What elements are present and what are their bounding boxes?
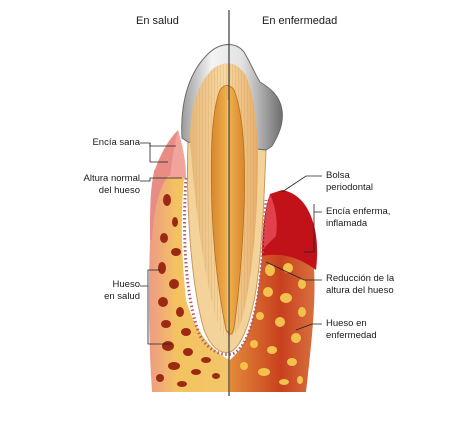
bone-disease	[230, 253, 315, 392]
bone-pores-healthy	[156, 194, 220, 387]
gum-inflamed	[262, 190, 318, 270]
label-reduccion-hueso: Reducción de la altura del hueso	[326, 273, 395, 296]
label-encia-enferma: Encía enferma, inflamada	[326, 206, 391, 229]
header-disease: En enfermedad	[262, 15, 338, 27]
bone-healthy	[148, 170, 230, 392]
label-hueso-enfermedad: Hueso en enfermedad	[326, 318, 377, 341]
bone-pores-disease	[240, 263, 306, 385]
label-encia-sana: Encía sana	[92, 137, 140, 148]
leader-lines-right	[265, 175, 322, 331]
header-healthy: En salud	[136, 15, 179, 27]
label-altura-normal: Altura normal del hueso	[83, 173, 141, 196]
label-bolsa-periodontal: Bolsa periodontal	[326, 170, 374, 193]
label-hueso-salud: Hueso en salud	[104, 279, 140, 302]
leader-lines-left	[140, 142, 182, 345]
